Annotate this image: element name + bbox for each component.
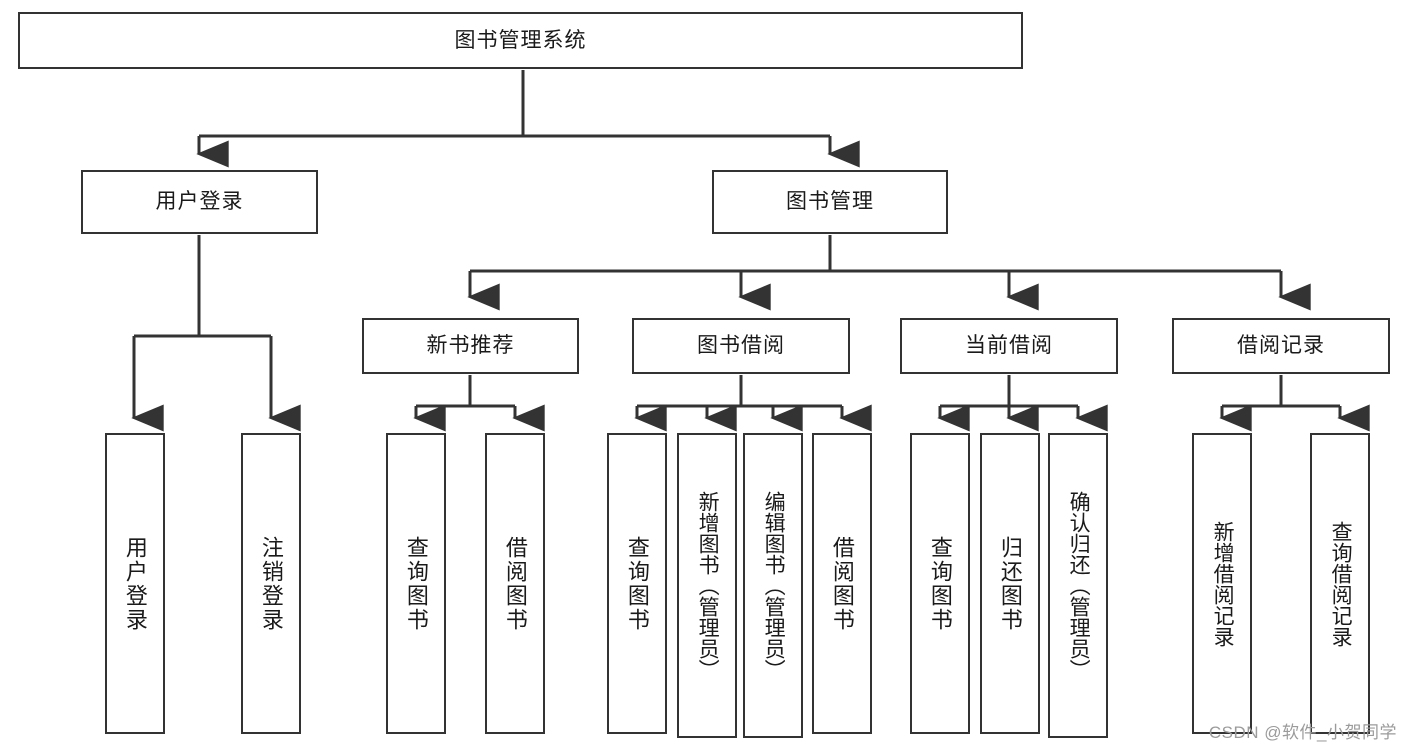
node-label: 查询借阅记录 (1329, 520, 1353, 647)
leaf-current-query-book[interactable]: 查询图书 (910, 433, 970, 734)
node-book-borrow[interactable]: 图书借阅 (632, 318, 850, 374)
leaf-recommend-borrow-book[interactable]: 借阅图书 (485, 433, 545, 734)
node-label: 用户登录 (122, 535, 148, 632)
node-label: 查询图书 (403, 535, 429, 632)
leaf-user-login-login[interactable]: 用户登录 (105, 433, 165, 734)
node-borrow-record[interactable]: 借阅记录 (1172, 318, 1390, 374)
leaf-recommend-query-book[interactable]: 查询图书 (386, 433, 446, 734)
watermark-text: CSDN @软件_小贺同学 (1208, 723, 1397, 742)
leaf-current-confirm-return[interactable]: 确认归还（管理员） (1048, 433, 1108, 738)
node-label: 图书管理系统 (454, 28, 587, 52)
leaf-record-query-record[interactable]: 查询借阅记录 (1310, 433, 1370, 734)
node-label: 确认归还（管理员） (1067, 491, 1091, 680)
node-label: 图书借阅 (697, 334, 785, 358)
node-book-management[interactable]: 图书管理 (712, 170, 948, 234)
node-user-login[interactable]: 用户登录 (81, 170, 318, 234)
leaf-borrow-query-book[interactable]: 查询图书 (607, 433, 667, 734)
node-label: 查询图书 (927, 535, 953, 632)
leaf-record-add-record[interactable]: 新增借阅记录 (1192, 433, 1252, 734)
node-new-book-recommend[interactable]: 新书推荐 (362, 318, 579, 374)
node-label: 新增图书（管理员） (696, 491, 720, 680)
node-label: 新增借阅记录 (1211, 520, 1235, 647)
leaf-current-return-book[interactable]: 归还图书 (980, 433, 1040, 734)
node-label: 编辑图书（管理员） (762, 491, 786, 680)
node-label: 图书管理 (786, 190, 874, 214)
node-current-borrow[interactable]: 当前借阅 (900, 318, 1118, 374)
node-label: 注销登录 (258, 535, 284, 632)
leaf-borrow-borrow-book[interactable]: 借阅图书 (812, 433, 872, 734)
leaf-borrow-add-book[interactable]: 新增图书（管理员） (677, 433, 737, 738)
node-label: 用户登录 (155, 190, 244, 214)
node-label: 查询图书 (624, 535, 650, 632)
leaf-borrow-edit-book[interactable]: 编辑图书（管理员） (743, 433, 803, 738)
node-root[interactable]: 图书管理系统 (18, 12, 1023, 69)
node-label: 借阅图书 (502, 535, 528, 632)
leaf-user-login-logout[interactable]: 注销登录 (241, 433, 301, 734)
node-label: 借阅记录 (1237, 334, 1325, 358)
node-label: 当前借阅 (965, 334, 1053, 358)
node-label: 借阅图书 (829, 535, 855, 632)
node-label: 归还图书 (997, 535, 1023, 632)
node-label: 新书推荐 (426, 334, 515, 358)
